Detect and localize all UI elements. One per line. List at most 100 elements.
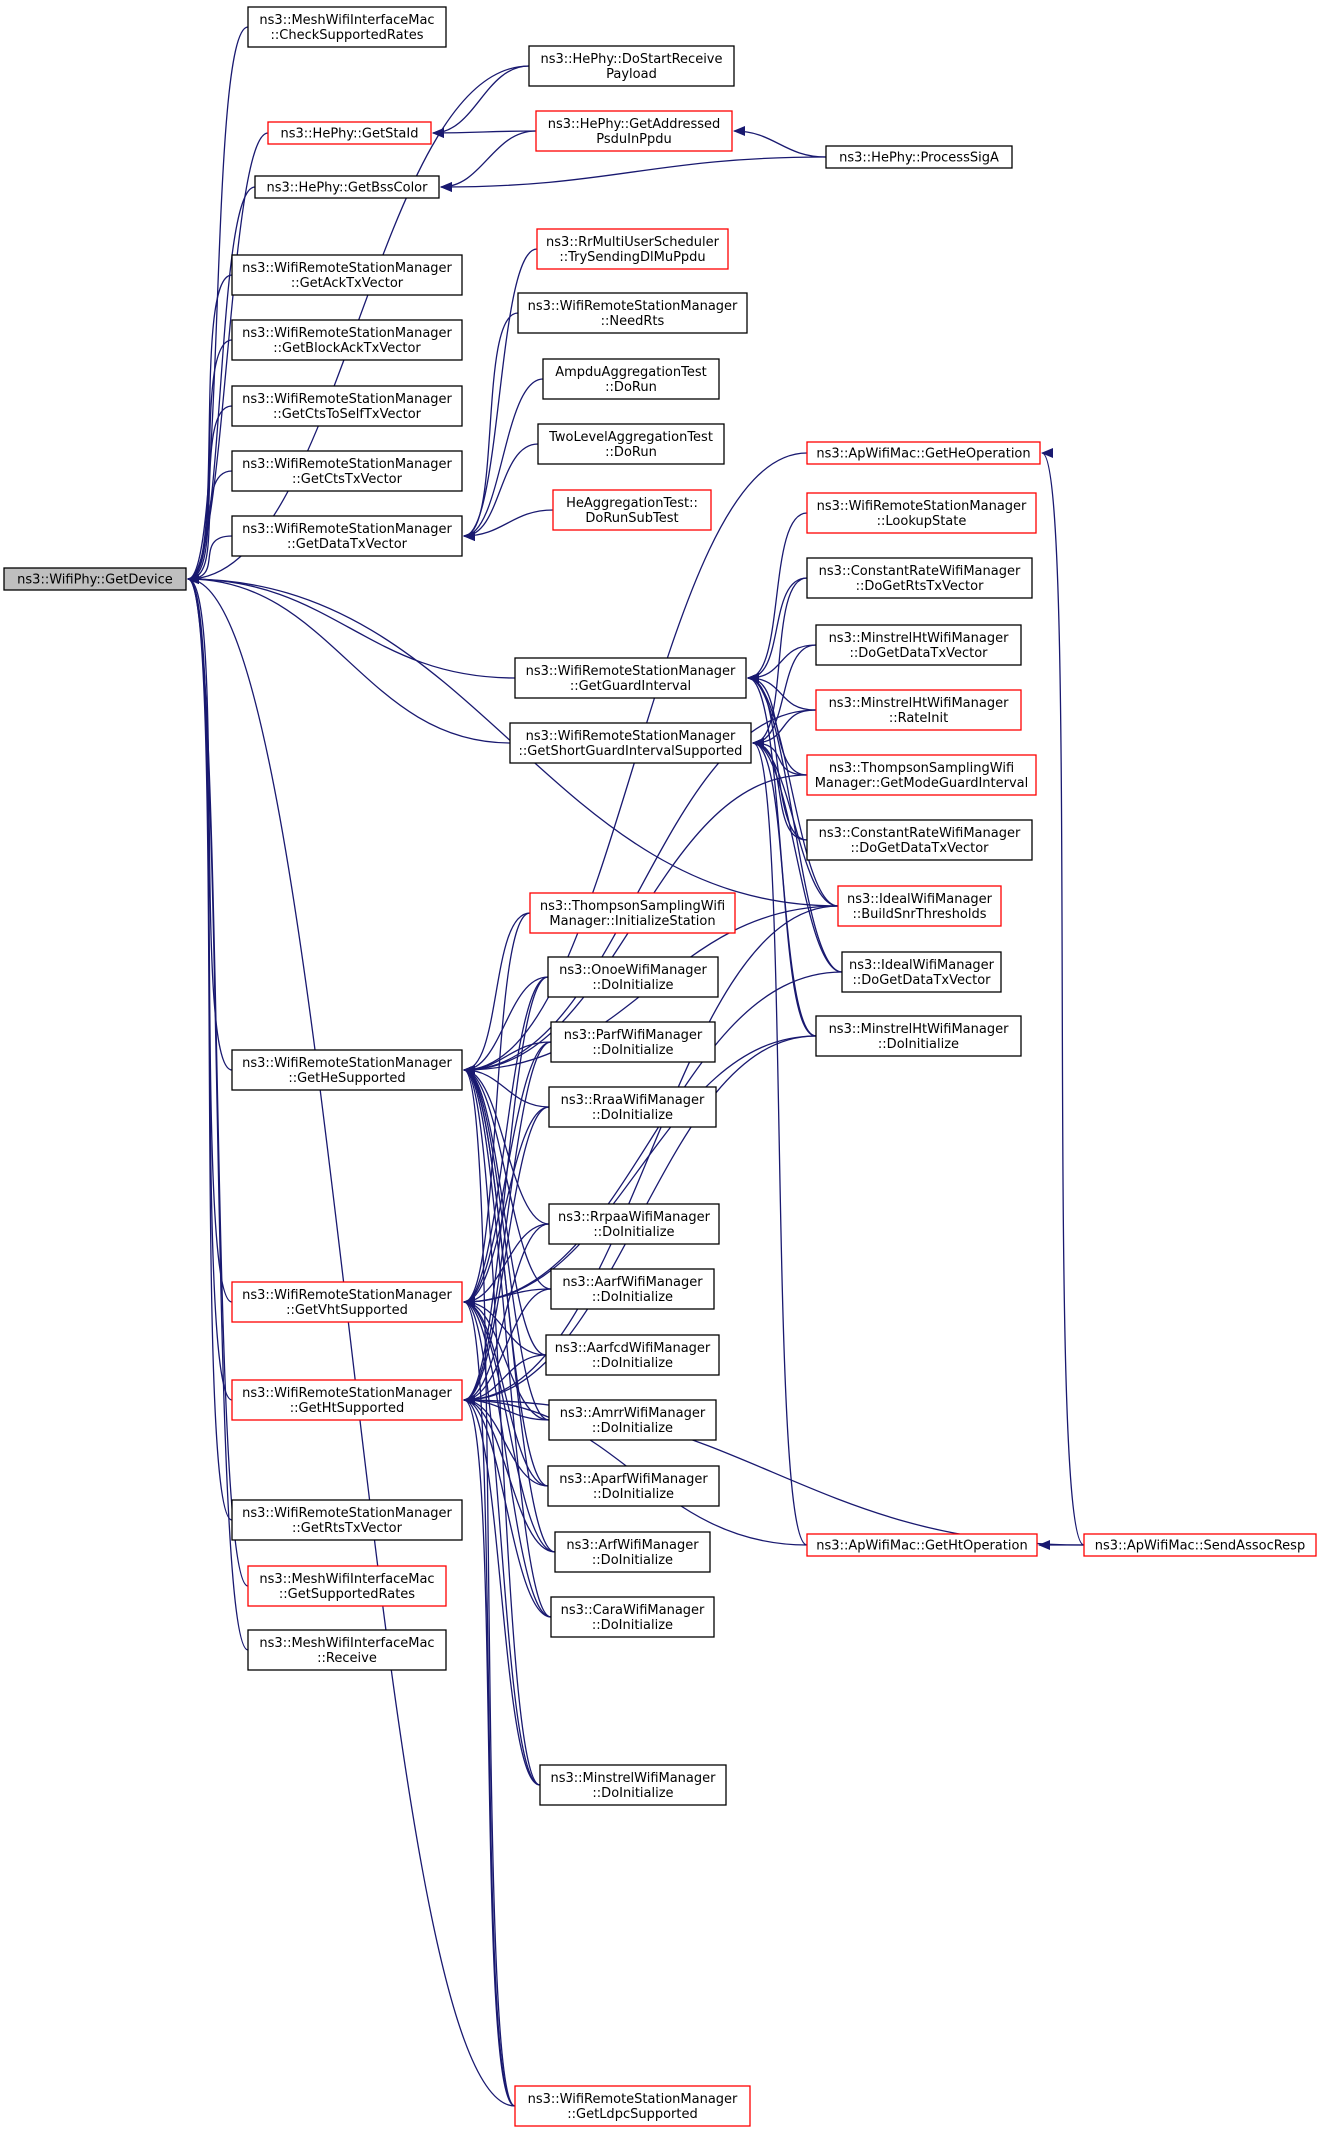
edge-line: [463, 1395, 516, 2107]
node-box: [547, 956, 719, 998]
node-label-line: ns3::AarfWifiManager: [562, 1275, 703, 1290]
node-box: [806, 1533, 1038, 1557]
node-wrsm-getvht[interactable]: ns3::WifiRemoteStationManager::GetVhtSup…: [231, 1281, 463, 1323]
node-ap-getheop[interactable]: ns3::ApWifiMac::GetHeOperation: [806, 441, 1041, 465]
node-label-line: ns3::WifiRemoteStationManager: [817, 499, 1027, 514]
node-wrsm-gethe[interactable]: ns3::WifiRemoteStationManager::GetHeSupp…: [231, 1049, 463, 1091]
edge-aarfcd_init-to-wrsm_getvht: [463, 1297, 547, 1356]
node-label-line: ns3::ApWifiMac::GetHtOperation: [816, 1539, 1027, 1554]
node-label-line: ::DoInitialize: [592, 1786, 673, 1801]
node-ideal-dogetdata[interactable]: ns3::IdealWifiManager::DoGetDataTxVector: [841, 951, 1002, 993]
node-aarfcd-init[interactable]: ns3::AarfcdWifiManager::DoInitialize: [545, 1334, 720, 1376]
node-wrsm-getsgi[interactable]: ns3::WifiRemoteStationManager::GetShortG…: [509, 722, 752, 764]
node-wrsm-getgi[interactable]: ns3::WifiRemoteStationManager::GetGuardI…: [514, 657, 747, 699]
node-getdevice[interactable]: ns3::WifiPhy::GetDevice: [3, 567, 187, 591]
edge-line: [463, 1065, 550, 1421]
node-arf-init[interactable]: ns3::ArfWifiManager::DoInitialize: [554, 1531, 711, 1573]
node-ts-initsta[interactable]: ns3::ThompsonSamplingWifiManager::Initia…: [529, 892, 736, 934]
edge-line: [463, 1297, 547, 1356]
node-label-line: ns3::HePhy::ProcessSigA: [839, 151, 999, 166]
node-heagg-test[interactable]: HeAggregationTest::DoRunSubTest: [552, 489, 712, 531]
node-wrsm-needrts[interactable]: ns3::WifiRemoteStationManager::NeedRts: [517, 292, 748, 334]
node-mht-dogetdata[interactable]: ns3::MinstrelHtWifiManager::DoGetDataTxV…: [815, 624, 1022, 666]
edge-line: [187, 339, 233, 584]
node-label-line: ::GetGuardInterval: [570, 679, 691, 694]
node-wrsm-getht[interactable]: ns3::WifiRemoteStationManager::GetHtSupp…: [231, 1379, 463, 1421]
node-aarf-init[interactable]: ns3::AarfWifiManager::DoInitialize: [550, 1268, 715, 1310]
edge-ideal_buildsnr-to-wrsm_getgi: [747, 673, 839, 907]
node-wrsm-getack[interactable]: ns3::WifiRemoteStationManager::GetAckTxV…: [231, 254, 463, 296]
node-cara-init[interactable]: ns3::CaraWifiManager::DoInitialize: [550, 1596, 715, 1638]
node-hephy-getbss[interactable]: ns3::HePhy::GetBssColor: [254, 175, 440, 199]
node-twolevel-test[interactable]: TwoLevelAggregationTest::DoRun: [537, 423, 725, 465]
node-aparf-init[interactable]: ns3::AparfWifiManager::DoInitialize: [547, 1465, 720, 1507]
node-mht-init[interactable]: ns3::MinstrelHtWifiManager::DoInitialize: [815, 1015, 1022, 1057]
node-label-line: ns3::CaraWifiManager: [561, 1603, 705, 1618]
node-label-line: ::GetShortGuardIntervalSupported: [519, 744, 743, 759]
edge-mht_rateinit-to-wrsm_gethe: [463, 709, 817, 1075]
node-wrsm-getrts[interactable]: ns3::WifiRemoteStationManager::GetRtsTxV…: [231, 1499, 463, 1541]
node-label-line: ns3::MinstrelHtWifiManager: [829, 1022, 1010, 1037]
edge-wrsm_getldpc-to-wrsm_getht: [463, 1395, 516, 2107]
node-ampdu-test[interactable]: AmpduAggregationTest::DoRun: [542, 358, 720, 400]
node-box: [231, 1379, 463, 1421]
node-mesh-getsupported[interactable]: ns3::MeshWifiInterfaceMac::GetSupportedR…: [247, 1565, 447, 1607]
node-mht-rateinit[interactable]: ns3::MinstrelHtWifiManager::RateInit: [815, 689, 1022, 731]
edge-line: [463, 1223, 550, 1307]
edge-line: [747, 673, 817, 1037]
node-rraa-init[interactable]: ns3::RraaWifiManager::DoInitialize: [548, 1086, 717, 1128]
node-label-line: ::DoRun: [605, 380, 657, 395]
node-label-line: ::GetDataTxVector: [287, 537, 408, 552]
node-box: [841, 951, 1002, 993]
node-minstrel-init[interactable]: ns3::MinstrelWifiManager::DoInitialize: [539, 1764, 727, 1806]
node-hephy-getstaid[interactable]: ns3::HePhy::GetStaId: [267, 121, 432, 145]
node-label-line: ns3::ArfWifiManager: [566, 1538, 699, 1553]
node-box: [231, 1049, 463, 1091]
node-wrsm-getldpc[interactable]: ns3::WifiRemoteStationManager::GetLdpcSu…: [514, 2085, 751, 2127]
node-cr-dogetdata[interactable]: ns3::ConstantRateWifiManager::DoGetDataT…: [806, 819, 1033, 861]
node-label-line: ::GetVhtSupported: [286, 1303, 408, 1318]
node-ts-getmodegi[interactable]: ns3::ThompsonSamplingWifiManager::GetMod…: [806, 754, 1037, 796]
node-label-line: ::DoInitialize: [592, 1108, 673, 1123]
edge-line: [752, 738, 817, 1037]
node-ideal-buildsnr[interactable]: ns3::IdealWifiManager::BuildSnrThreshold…: [837, 885, 1002, 927]
node-label-line: AmpduAggregationTest: [555, 365, 706, 380]
node-label-line: ns3::HePhy::DoStartReceive: [540, 52, 722, 67]
node-ap-sendassoc[interactable]: ns3::ApWifiMac::SendAssocResp: [1083, 1533, 1317, 1557]
node-mesh-check[interactable]: ns3::MeshWifiInterfaceMac::CheckSupporte…: [247, 6, 447, 48]
node-cr-dogetrts[interactable]: ns3::ConstantRateWifiManager::DoGetRtsTx…: [806, 557, 1033, 599]
node-wrsm-lookup[interactable]: ns3::WifiRemoteStationManager::LookupSta…: [806, 492, 1037, 534]
edge-line: [432, 65, 530, 138]
edge-ideal_buildsnr-to-wrsm_getsgi: [752, 738, 839, 907]
node-box: [535, 110, 733, 152]
node-amrr-init[interactable]: ns3::AmrrWifiManager::DoInitialize: [548, 1399, 717, 1441]
edge-rraa_init-to-wrsm_getvht: [463, 1106, 550, 1307]
node-ap-gethtop[interactable]: ns3::ApWifiMac::GetHtOperation: [806, 1533, 1038, 1557]
node-box: [554, 1531, 711, 1573]
node-label-line: ::GetRtsTxVector: [292, 1521, 403, 1536]
edge-wrsm_getsgi-to-getdevice: [187, 574, 511, 744]
node-hephy-processsiga[interactable]: ns3::HePhy::ProcessSigA: [825, 145, 1013, 169]
edge-line: [463, 1065, 516, 2107]
node-box: [548, 1203, 720, 1245]
node-rr-trysending[interactable]: ns3::RrMultiUserScheduler::TrySendingDlM…: [536, 228, 729, 270]
node-rrpaa-init[interactable]: ns3::RrpaaWifiManager::DoInitialize: [548, 1203, 720, 1245]
node-box: [815, 624, 1022, 666]
edge-line: [463, 1106, 550, 1405]
node-box: [231, 254, 463, 296]
node-parf-init[interactable]: ns3::ParfWifiManager::DoInitialize: [550, 1021, 716, 1063]
node-onoe-init[interactable]: ns3::OnoeWifiManager::DoInitialize: [547, 956, 719, 998]
edge-ampdu_test-to-wrsm_getdata: [463, 378, 544, 541]
node-label-line: ns3::WifiRemoteStationManager: [528, 299, 738, 314]
node-mesh-receive[interactable]: ns3::MeshWifiInterfaceMac::Receive: [247, 1629, 447, 1671]
edge-line: [187, 574, 249, 1651]
node-wrsm-getblockack[interactable]: ns3::WifiRemoteStationManager::GetBlockA…: [231, 319, 463, 361]
node-wrsm-getctstoself[interactable]: ns3::WifiRemoteStationManager::GetCtsToS…: [231, 385, 463, 427]
edge-amrr_init-to-wrsm_gethe: [463, 1065, 550, 1421]
edge-line: [463, 1041, 552, 1405]
node-wrsm-getdata[interactable]: ns3::WifiRemoteStationManager::GetDataTx…: [231, 515, 463, 557]
node-wrsm-getcts[interactable]: ns3::WifiRemoteStationManager::GetCtsTxV…: [231, 450, 463, 492]
node-label-line: ns3::WifiRemoteStationManager: [242, 326, 452, 341]
